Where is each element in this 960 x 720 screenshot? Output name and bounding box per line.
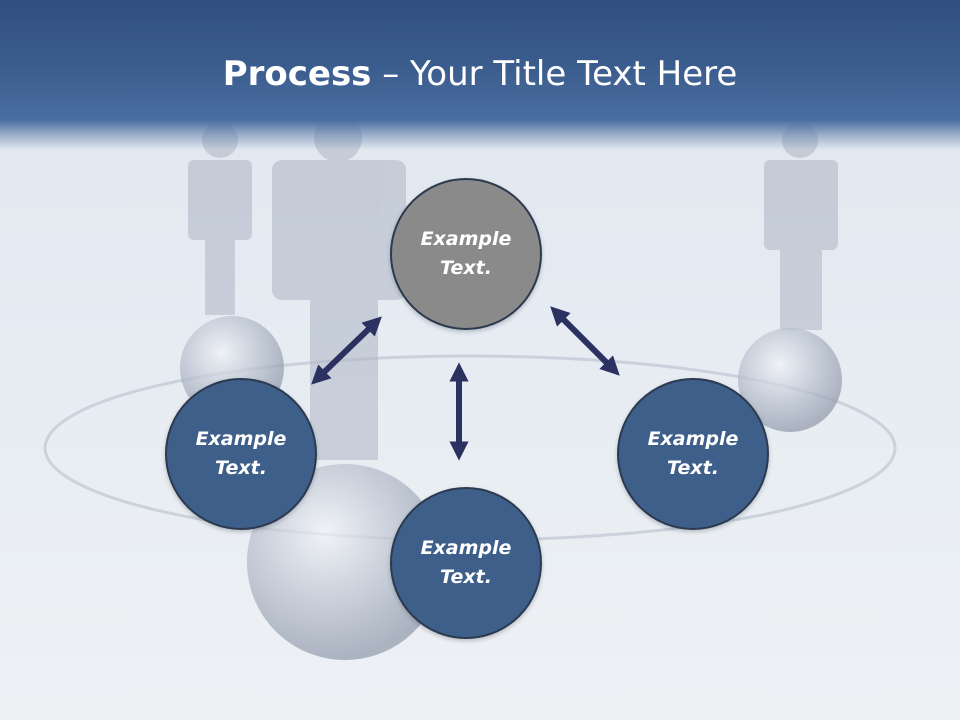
title-rest: – Your Title Text Here [371, 54, 738, 94]
process-node-left: Example Text. [165, 378, 317, 530]
slide-title: Process – Your Title Text Here [0, 52, 960, 96]
process-node-top: Example Text. [390, 178, 542, 330]
process-node-bottom: Example Text. [390, 487, 542, 639]
arrow-top-right [550, 306, 620, 376]
title-bold: Process [222, 54, 372, 94]
node-top-text: Example Text. [420, 228, 512, 279]
arrow-top-left [311, 316, 382, 385]
node-right-text: Example Text. [647, 428, 739, 479]
title-bar [0, 0, 960, 150]
node-left-text: Example Text. [195, 428, 287, 479]
process-node-right: Example Text. [617, 378, 769, 530]
node-bottom-text: Example Text. [420, 537, 512, 588]
